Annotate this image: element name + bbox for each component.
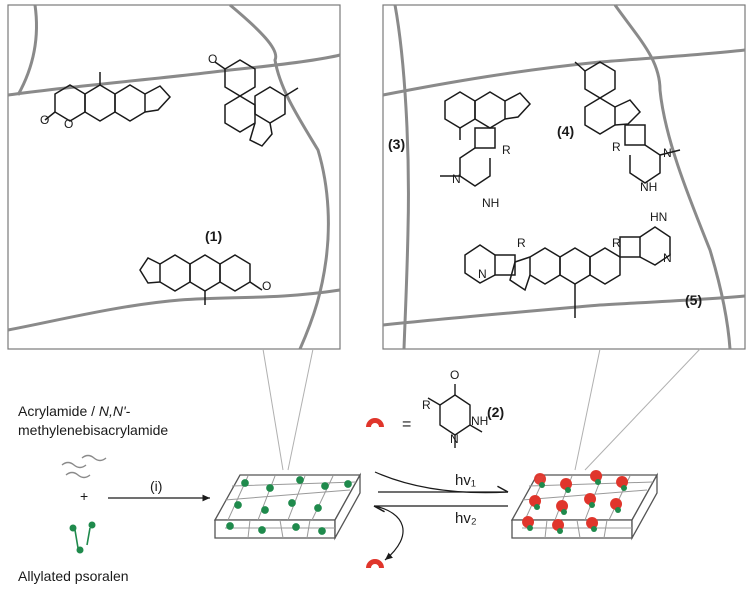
atom-r-5a: R — [517, 236, 526, 250]
atom-r-3: R — [502, 143, 511, 157]
left-panel-frame — [7, 4, 341, 350]
step-label-hv2: hv₂ — [455, 510, 477, 527]
adduct-molecule-3 — [440, 91, 532, 187]
allylated-psoralen-label: Allylated psoralen — [18, 568, 129, 584]
acrylamide-label-line1: Acrylamide / N,N'- — [18, 403, 131, 419]
atom-r-4: R — [612, 140, 621, 154]
atom-o-1: O — [262, 279, 272, 293]
atom-hn-5: HN — [650, 210, 668, 224]
atom-r-5b: R — [612, 236, 621, 250]
atom-n-4: N — [663, 146, 672, 160]
polymer-network-left — [7, 3, 341, 350]
atom-n-3: N — [452, 172, 461, 186]
allylated-psoralen-icon — [69, 521, 96, 554]
thymine-structure — [427, 384, 483, 448]
atom-n-5b: N — [478, 267, 487, 281]
hydrogel-slab-psoralen — [213, 472, 362, 541]
thymine-atom-o: O — [450, 368, 460, 382]
psoralen-molecule-b — [214, 59, 299, 147]
compound-label-1: (1) — [205, 228, 223, 244]
adduct-molecule-4 — [574, 61, 681, 184]
acrylamide-label-line2: methylenebisacrylamide — [18, 422, 169, 438]
thymine-icon — [366, 418, 384, 427]
compound-label-4: (4) — [557, 123, 575, 139]
monomer-squiggles — [61, 454, 107, 479]
step-label-hv1: hv₁ — [455, 472, 476, 489]
psoralen-molecule-1 — [139, 254, 263, 305]
thymine-atom-r: R — [422, 398, 431, 412]
thymine-atom-n: N — [450, 432, 459, 446]
atom-n-5: N — [663, 251, 672, 265]
right-zoom-panel — [382, 4, 746, 350]
step-label-i: (i) — [150, 478, 163, 494]
atom-o-a2: O — [40, 113, 50, 127]
compound-label-5: (5) — [685, 292, 703, 308]
compound-label-3: (3) — [388, 136, 406, 152]
zoom-connectors — [262, 348, 701, 471]
atom-o-a: O — [64, 117, 74, 131]
compound-label-2: (2) — [487, 404, 505, 420]
right-panel-frame — [382, 4, 746, 350]
atom-o-b: O — [208, 52, 218, 66]
thymine-atom-nh: NH — [471, 414, 489, 428]
legend-equals: = — [402, 416, 412, 433]
atom-nh-4: NH — [640, 180, 658, 194]
diadduct-molecule-5 — [464, 226, 671, 318]
uv-arrow-curve — [374, 471, 509, 494]
left-zoom-panel — [7, 3, 341, 350]
hydrogel-slab-crosslinked — [510, 470, 659, 541]
release-arrow-curve — [373, 505, 404, 561]
psoralen-molecule-a — [44, 72, 172, 122]
atom-nh-3: NH — [482, 196, 500, 210]
plus-sign: + — [80, 488, 89, 504]
released-thymine-icon — [366, 559, 384, 568]
